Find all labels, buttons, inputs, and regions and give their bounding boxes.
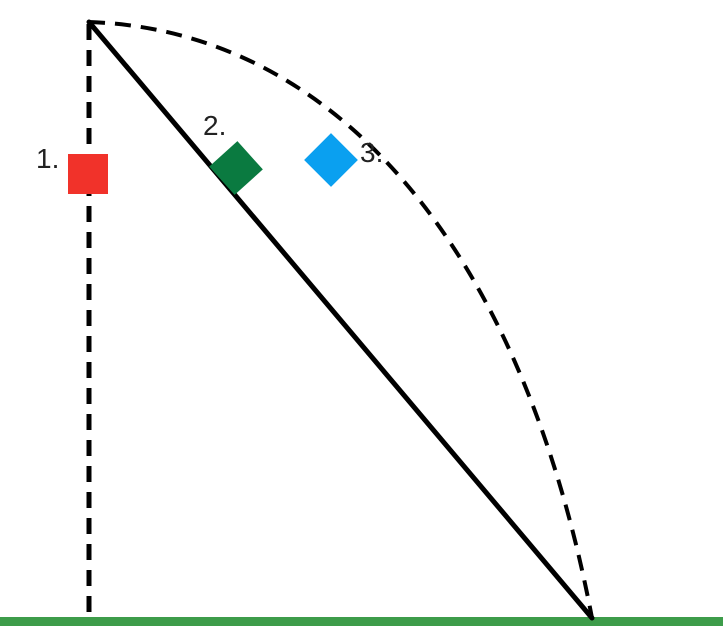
block-3 (304, 133, 358, 187)
curved-path (88, 20, 594, 619)
ground-line (0, 617, 723, 626)
block-3-label: 3. (360, 137, 383, 168)
block-1-label: 1. (36, 143, 59, 174)
straight-incline-path (86, 19, 595, 621)
block-2 (209, 141, 263, 195)
block-2-label: 2. (203, 110, 226, 141)
block-1 (68, 154, 108, 194)
